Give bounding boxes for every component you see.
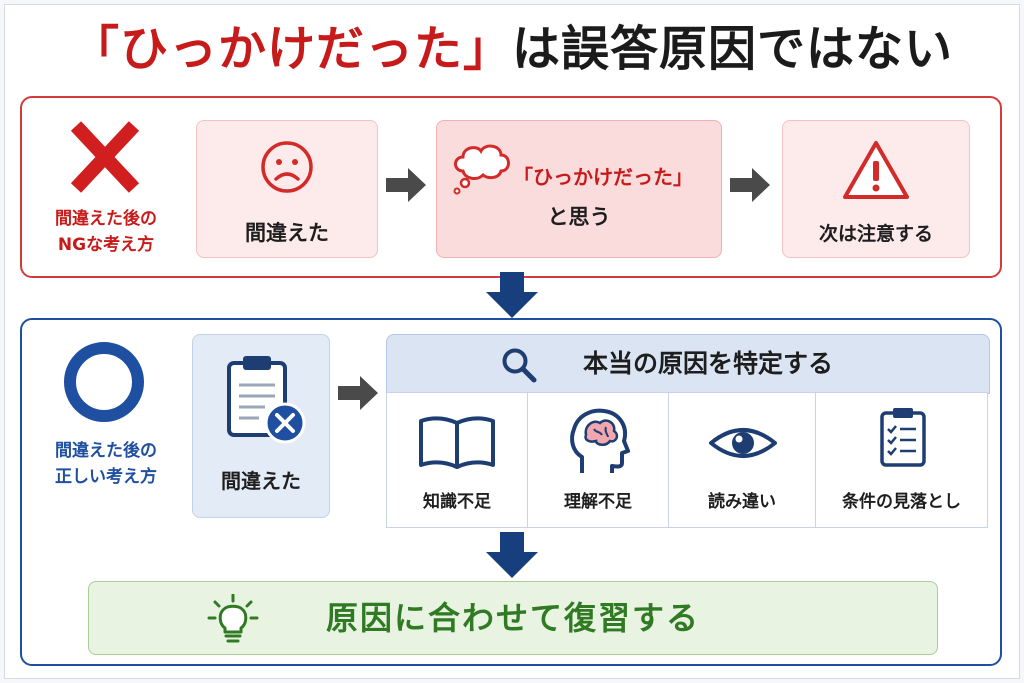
cause-understanding: 理解不足 <box>527 392 669 528</box>
cause-misreading-label: 読み違い <box>708 492 776 512</box>
cause-misreading: 読み違い <box>668 392 816 528</box>
arrow-right-icon <box>730 166 772 204</box>
circle-mark-icon <box>62 340 146 424</box>
search-icon <box>501 347 537 383</box>
ng-label: 間違えた後の NGな考え方 <box>22 206 190 258</box>
clipboard-x-icon <box>225 353 307 445</box>
title-quote: 「ひっかけだった」 <box>70 21 512 77</box>
arrow-down-icon <box>484 532 540 580</box>
review-result-text: 原因に合わせて復習する <box>325 599 700 637</box>
identify-cause-header: 本当の原因を特定する <box>386 334 990 394</box>
title-rest: は誤答原因ではない <box>512 21 954 77</box>
x-mark-icon <box>66 118 144 196</box>
brain-head-icon <box>568 405 632 477</box>
warning-icon <box>841 139 911 201</box>
arrow-right-icon <box>338 374 380 412</box>
arrow-down-icon <box>484 272 540 320</box>
thought-bubble-icon <box>451 143 513 195</box>
ng-step-mistake-label: 間違えた <box>245 221 329 245</box>
ok-step-mistake: 間違えた <box>192 334 330 518</box>
ng-step-be-careful: 次は注意する <box>782 120 970 258</box>
ng-step-think-label: と思う <box>547 205 611 229</box>
arrow-right-icon <box>386 166 428 204</box>
page-title: 「ひっかけだった」は誤答原因ではない <box>0 14 1024 84</box>
review-result-box: 原因に合わせて復習する <box>88 581 938 655</box>
ok-label-line2: 正しい考え方 <box>55 467 157 487</box>
ok-label-line1: 間違えた後の <box>55 441 157 461</box>
identify-title: 本当の原因を特定する <box>582 349 833 378</box>
cause-overlooked-condition: 条件の見落とし <box>815 392 988 528</box>
cause-knowledge: 知識不足 <box>386 392 528 528</box>
ng-step-mistake: 間違えた <box>196 120 378 258</box>
cause-overlooked-label: 条件の見落とし <box>842 492 961 512</box>
ok-label: 間違えた後の 正しい考え方 <box>22 438 190 490</box>
eye-icon <box>707 423 779 463</box>
ng-label-line2: NGな考え方 <box>57 235 155 255</box>
cause-understanding-label: 理解不足 <box>564 492 632 512</box>
ng-step-careful-label: 次は注意する <box>818 223 933 245</box>
ng-step-quote: 「ひっかけだった」 <box>513 165 693 189</box>
lightbulb-icon <box>207 594 259 644</box>
ng-step-trap-thought: 「ひっかけだった」 と思う <box>436 120 722 258</box>
checklist-icon <box>878 405 928 469</box>
ng-label-line1: 間違えた後の <box>55 209 157 229</box>
sad-face-icon <box>259 139 315 195</box>
cause-knowledge-label: 知識不足 <box>423 492 491 512</box>
book-icon <box>417 413 497 471</box>
ok-step-mistake-label: 間違えた <box>221 469 301 493</box>
